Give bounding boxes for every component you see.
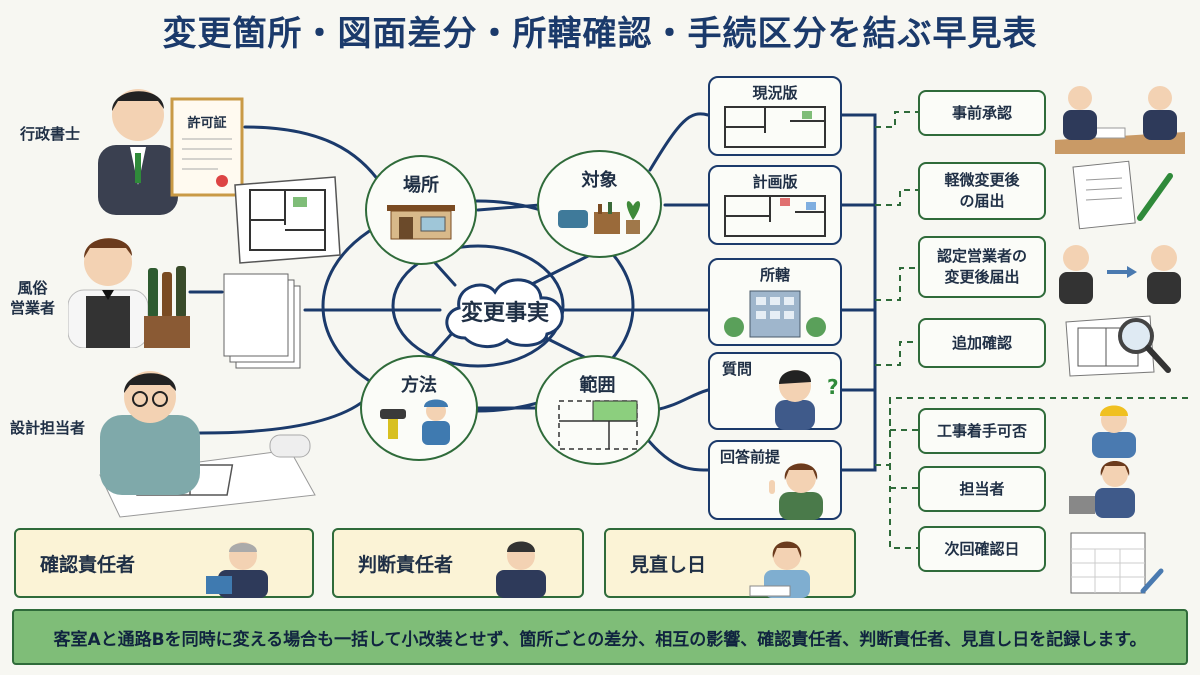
page-title: 変更箇所・図面差分・所轄確認・手続区分を結ぶ早見表 (162, 14, 1038, 54)
box-kaito: 回答前提 (708, 440, 842, 520)
circle-hoho: 方法 (360, 355, 478, 461)
answering-person-icon (769, 463, 823, 520)
meeting-icon (1055, 86, 1185, 154)
box-kakunin-label: 確認責任者 (40, 553, 136, 576)
label-sekkei: 設計担当者 (10, 419, 86, 437)
box-keibi: 軽微変更後 の届出 (918, 162, 1046, 220)
magnifier-plan-icon (1065, 315, 1171, 377)
shop-icon (387, 205, 455, 240)
box-shokatsu-label: 所轄 (759, 266, 790, 284)
ring-outer (321, 199, 635, 413)
circle-basho: 場所 (365, 155, 477, 265)
box-minaoshi-label: 見直し日 (630, 553, 707, 576)
office-building-icon (724, 290, 826, 338)
line-sekkei (198, 398, 367, 435)
fuzoku-illustration (68, 238, 190, 348)
planned-plan-icon (724, 195, 826, 237)
box-shitsumon: 質問 ? (708, 352, 842, 430)
box-tsuika: 追加確認 (918, 318, 1046, 368)
box-kaito-label: 回答前提 (720, 448, 781, 466)
laptop-person-icon (1069, 461, 1135, 518)
box-nintei: 認定営業者の 変更後届出 (918, 236, 1046, 298)
scope-icon (557, 400, 638, 450)
circle-hani: 範囲 (535, 355, 660, 465)
label-fuzoku: 風俗 営業者 (10, 279, 56, 317)
writing-person-icon (749, 541, 810, 598)
box-shokatsu: 所轄 (708, 258, 842, 346)
box-keikaku: 計画版 (708, 165, 842, 245)
floorplan-icon (234, 176, 341, 264)
papers-icon (223, 273, 301, 369)
judge-person-icon (496, 541, 546, 598)
label-gyosei: 行政書士 (20, 125, 81, 143)
box-jizen: 事前承認 (918, 90, 1046, 136)
box-handan-label: 判断責任者 (358, 553, 454, 576)
circle-hani-label: 範囲 (579, 375, 616, 396)
handover-icon (1059, 245, 1181, 304)
box-shitsumon-label: 質問 (722, 360, 753, 378)
box-minaoshi: 見直し日 (604, 528, 856, 598)
calendar-icon (1070, 532, 1164, 594)
footer-note: 客室Aと通路Bを同時に変える場合も一括して小改装とせず、箇所ごとの差分、相互の影… (12, 609, 1188, 665)
certificate-text: 許可証 (187, 115, 226, 131)
box-keikaku-label: 計画版 (752, 173, 798, 191)
circle-basho-label: 場所 (403, 175, 439, 196)
box-genkyo: 現況版 (708, 76, 842, 156)
question-mark: ? (827, 375, 839, 399)
center-cloud-icon (445, 278, 564, 348)
sekkei-illustration (99, 371, 316, 518)
box-koji: 工事着手可否 (918, 408, 1046, 454)
certificate-icon (170, 97, 244, 197)
circle-hoho-label: 方法 (401, 375, 437, 396)
box-kakunin: 確認責任者 (14, 528, 314, 598)
drill-worker-icon (380, 399, 450, 445)
current-plan-icon (724, 106, 826, 148)
box-handan: 判断責任者 (332, 528, 584, 598)
construction-worker-icon (1092, 405, 1136, 458)
box-tanto: 担当者 (918, 466, 1046, 512)
box-jikai: 次回確認日 (918, 526, 1046, 572)
document-pen-icon (1072, 160, 1173, 230)
circle-taisho: 対象 (537, 150, 662, 258)
confirm-person-icon (206, 542, 268, 598)
center-label: 変更事実 (460, 301, 549, 326)
thinking-person-icon: ? (775, 370, 839, 430)
circle-taisho-label: 対象 (581, 170, 618, 191)
ring-inner (391, 244, 565, 368)
box-genkyo-label: 現況版 (752, 84, 798, 102)
furniture-icon (557, 201, 640, 234)
gyosei-illustration: 許可証 (98, 89, 244, 215)
